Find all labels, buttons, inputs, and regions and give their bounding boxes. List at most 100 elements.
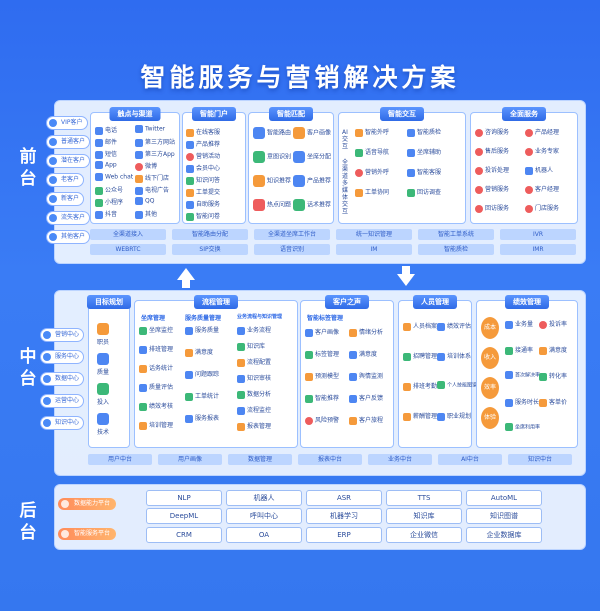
platform-bar[interactable]: AI中台 (438, 454, 502, 465)
service-item[interactable]: 业务专家 (525, 146, 559, 156)
capability-bar[interactable]: 全渠道坐席工作台 (254, 229, 330, 240)
service-item[interactable]: 营销服务 (475, 184, 509, 194)
process-item[interactable]: 培训管理 (139, 420, 173, 430)
capability-bar[interactable]: 全渠道接入 (90, 229, 166, 240)
voc-item[interactable]: 客户画像 (305, 327, 339, 337)
customer-pill[interactable]: 流失客户 (46, 211, 91, 225)
channel-item[interactable]: 其他 (135, 209, 157, 219)
voc-item[interactable]: 标签管理 (305, 349, 339, 359)
interact-item[interactable]: 坐席辅助 (407, 147, 441, 157)
perf-item[interactable]: 首次解决率 (505, 371, 540, 379)
match-item[interactable]: 智能路由 (253, 127, 291, 139)
perf-item[interactable]: 服务时长 (505, 397, 539, 407)
channel-item[interactable]: 第三方网站 (135, 137, 175, 147)
tech-chip[interactable]: TTS (386, 490, 462, 506)
service-item[interactable]: 投诉处理 (475, 165, 509, 175)
tech-chip[interactable]: DeepML (146, 508, 222, 524)
channel-item[interactable]: 电视广告 (135, 185, 169, 195)
tech-chip[interactable]: 呼叫中心 (226, 508, 302, 524)
goal-item[interactable]: 技术 (97, 413, 109, 436)
voc-item[interactable]: 风险预警 (305, 415, 339, 425)
voc-item[interactable]: 客户旅程 (349, 415, 383, 425)
center-pill[interactable]: 知识中心 (40, 416, 85, 430)
interact-item[interactable]: 工单协同 (355, 187, 389, 197)
channel-item[interactable]: 第三方App (135, 149, 175, 159)
portal-item[interactable]: 智能问卷 (186, 211, 220, 221)
process-item[interactable]: 数据分析 (237, 389, 271, 399)
customer-pill[interactable]: 老客户 (46, 173, 85, 187)
people-item[interactable]: 个人技能图谱 (437, 381, 477, 389)
tech-chip[interactable]: CRM (146, 527, 222, 543)
service-item[interactable]: 门店服务 (525, 203, 559, 213)
process-item[interactable]: 话务统计 (139, 363, 173, 373)
capability-bar[interactable]: 智能工单系统 (418, 229, 494, 240)
tech-chip[interactable]: ASR (306, 490, 382, 506)
center-pill[interactable]: 营销中心 (40, 328, 85, 342)
platform-bar[interactable]: 数据管理 (228, 454, 292, 465)
capability-bar[interactable]: IMR (500, 244, 576, 255)
process-item[interactable]: 坐席监控 (139, 325, 173, 335)
platform-bar[interactable]: 业务中台 (368, 454, 432, 465)
perf-item[interactable]: 业务量 (505, 319, 533, 329)
capability-bar[interactable]: IM (336, 244, 412, 255)
interact-item[interactable]: 营销外呼 (355, 167, 389, 177)
tech-chip[interactable]: 企业数据库 (466, 527, 542, 543)
customer-pill[interactable]: 新客户 (46, 192, 85, 206)
people-item[interactable]: 人员档案 (403, 321, 437, 331)
interact-item[interactable]: 智能外呼 (355, 127, 389, 137)
perf-item[interactable]: 坐席利用率 (505, 423, 540, 431)
channel-item[interactable]: Twitter (135, 125, 165, 133)
people-item[interactable]: 招聘管理 (403, 351, 437, 361)
process-item[interactable]: 工单统计 (185, 391, 219, 401)
voc-item[interactable]: 客户反馈 (349, 393, 383, 403)
service-item[interactable]: 产品经理 (525, 127, 559, 137)
portal-item[interactable]: 营销活动 (186, 151, 220, 161)
voc-item[interactable]: 智能推荐 (305, 393, 339, 403)
tech-chip[interactable]: 企业微信 (386, 527, 462, 543)
channel-item[interactable]: 线下门店 (135, 173, 169, 183)
channel-item[interactable]: 电话 (95, 125, 117, 135)
perf-item[interactable]: 投诉率 (539, 319, 567, 329)
goal-item[interactable]: 职员 (97, 323, 109, 346)
match-item[interactable]: 知识推荐 (253, 175, 291, 187)
people-item[interactable]: 培训体系 (437, 351, 471, 361)
data-platform-tag[interactable]: 数据能力平台 (58, 498, 117, 510)
process-item[interactable]: 质量评估 (139, 382, 173, 392)
interact-item[interactable]: 智能客服 (407, 167, 441, 177)
capability-bar[interactable]: 语音识别 (254, 244, 330, 255)
capability-bar[interactable]: 智能路由分配 (172, 229, 248, 240)
capability-bar[interactable]: SIP交换 (172, 244, 248, 255)
customer-pill[interactable]: VIP客户 (46, 116, 88, 130)
tech-chip[interactable]: AutoML (466, 490, 542, 506)
channel-item[interactable]: QQ (135, 197, 154, 205)
interact-item[interactable]: 智能质检 (407, 127, 441, 137)
service-item[interactable]: 客户经理 (525, 184, 559, 194)
center-pill[interactable]: 服务中心 (40, 350, 85, 364)
people-item[interactable]: 绩效评估 (437, 321, 471, 331)
center-pill[interactable]: 数据中心 (40, 372, 85, 386)
service-item[interactable]: 售后服务 (475, 146, 509, 156)
channel-item[interactable]: 抖音 (95, 209, 117, 219)
tech-chip[interactable]: ERP (306, 527, 382, 543)
platform-bar[interactable]: 用户画像 (158, 454, 222, 465)
process-item[interactable]: 知识库 (237, 341, 265, 351)
match-item[interactable]: 产品推荐 (293, 175, 331, 187)
portal-item[interactable]: 知识问答 (186, 175, 220, 185)
service-item[interactable]: 咨询服务 (475, 127, 509, 137)
perf-item[interactable]: 接通率 (505, 345, 533, 355)
platform-bar[interactable]: 知识中台 (508, 454, 572, 465)
capability-bar[interactable]: 智能质检 (418, 244, 494, 255)
tech-chip[interactable]: 机器学习 (306, 508, 382, 524)
channel-item[interactable]: App (95, 161, 117, 169)
customer-pill[interactable]: 普通客户 (46, 135, 91, 149)
match-item[interactable]: 热点问题 (253, 199, 291, 211)
process-item[interactable]: 满意度 (185, 347, 213, 357)
process-item[interactable]: 服务报表 (185, 413, 219, 423)
portal-item[interactable]: 会员中心 (186, 163, 220, 173)
channel-item[interactable]: 公众号 (95, 185, 123, 195)
customer-pill[interactable]: 其他客户 (46, 230, 91, 244)
service-platform-tag[interactable]: 智能服务平台 (58, 528, 117, 540)
portal-item[interactable]: 工单提交 (186, 187, 220, 197)
match-item[interactable]: 客户画像 (293, 127, 331, 139)
process-item[interactable]: 流程监控 (237, 405, 271, 415)
